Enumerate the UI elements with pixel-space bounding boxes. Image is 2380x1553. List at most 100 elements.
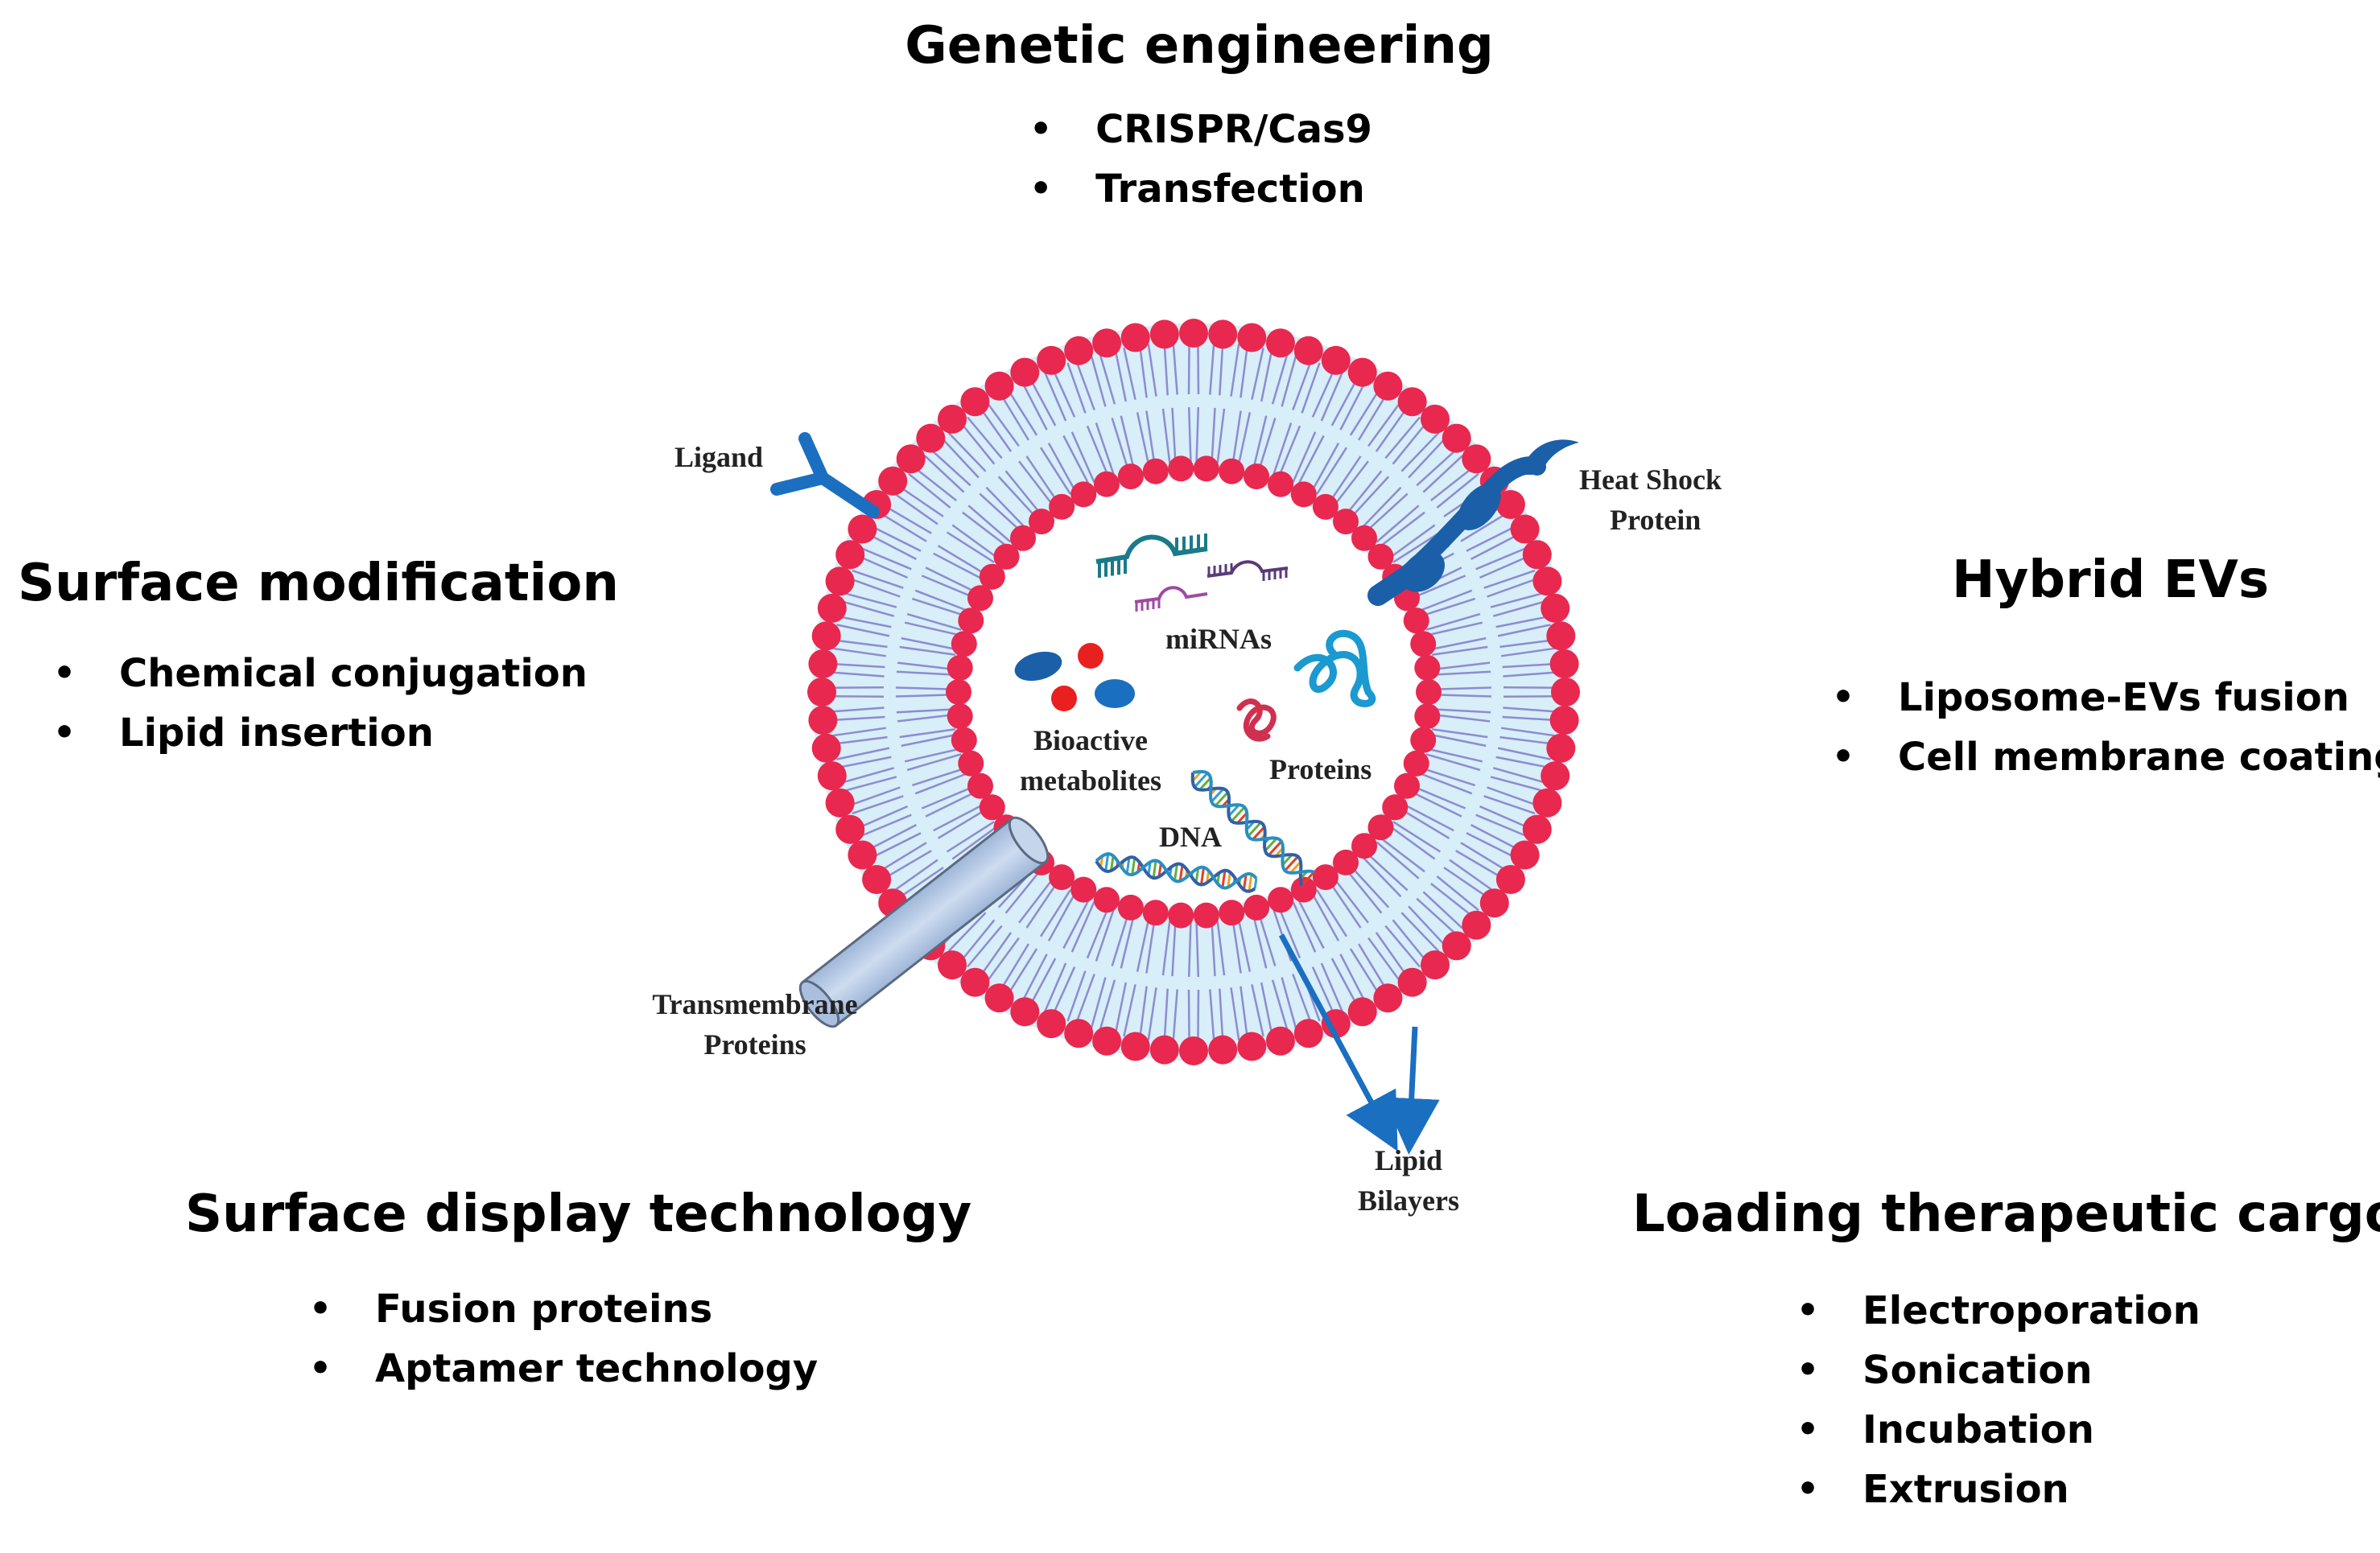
lipid-tail (962, 511, 1008, 547)
dna-base-pair (1247, 822, 1262, 838)
lipid-tail (924, 455, 965, 493)
dna-base-pair (1301, 871, 1315, 887)
lipid-tail (1007, 948, 1038, 995)
lipid-head (1532, 566, 1562, 596)
lipid-tail (985, 486, 1026, 529)
lipid-tail (979, 932, 1013, 977)
lipid-head (1290, 876, 1317, 903)
lipid-tail (836, 747, 890, 760)
lipid-tail (1025, 455, 1058, 503)
lipid-tail (1443, 867, 1489, 899)
lipid-tail (1455, 850, 1503, 879)
lipid-tail (1479, 554, 1530, 579)
lipid-head (1179, 319, 1208, 348)
lipid-tail (1292, 901, 1317, 953)
lipid-tail (1111, 418, 1130, 472)
lipid-head (1293, 336, 1323, 365)
lipid-tail (1145, 919, 1156, 974)
lipid-tail (914, 589, 968, 612)
lipid-tail (1281, 355, 1297, 407)
lipid-head (1142, 458, 1169, 484)
lipid-head (1394, 772, 1420, 799)
lipid-head (1293, 1019, 1323, 1048)
lipid-tail (1392, 531, 1442, 563)
hybrid-evs-list: •Liposome-EVs fusion •Cell membrane coat… (1829, 668, 2380, 787)
lipid-tail (906, 753, 962, 772)
metabolites-icon (1014, 643, 1135, 711)
lipid-tail (1257, 418, 1277, 472)
lipid-tail (1172, 989, 1178, 1043)
lipid-tail (904, 621, 960, 636)
lipid-head (1120, 323, 1150, 352)
lipid-head (825, 566, 855, 596)
lipid-tail (830, 706, 885, 713)
lipid-tail (1237, 412, 1252, 467)
lipid-tail (1503, 706, 1557, 713)
lipid-head (1522, 814, 1552, 844)
lipid-head (1179, 1036, 1208, 1065)
lipid-tail (899, 645, 956, 656)
lipid-head (1351, 833, 1377, 859)
lipid-tail (1216, 408, 1226, 463)
lipid-tail (1425, 753, 1481, 772)
lipid-tail (904, 748, 960, 763)
lipid-tail (895, 694, 953, 698)
lipid-tail (1051, 368, 1076, 418)
lipid-tail (1502, 662, 1557, 669)
lipid-tail (1350, 476, 1390, 518)
lipid-tail (1330, 958, 1359, 1007)
lipid-tail (1503, 694, 1558, 698)
dna-base-pair (1248, 874, 1253, 892)
lipid-tail (1460, 842, 1508, 872)
lipid-tail (1388, 825, 1436, 860)
lipid-tail (1195, 921, 1200, 978)
lipid-tail (1436, 875, 1479, 912)
lipid-tail (1004, 869, 1042, 914)
lipid-head (951, 631, 977, 657)
lipid-tail (1316, 447, 1348, 495)
lipid-head (1093, 471, 1120, 497)
lipid-head (808, 649, 838, 678)
lipid-head (1410, 631, 1437, 657)
lipid-tail (1367, 402, 1401, 447)
lipid-tail (914, 772, 968, 795)
surface-display-title: Surface display technology (185, 1184, 972, 1244)
lipid-tail (1376, 841, 1420, 879)
lipid-head (1442, 423, 1471, 453)
lipid-head (946, 679, 971, 705)
transmembrane-label-line1: Transmembrane (652, 988, 857, 1020)
lipid-tail (1231, 410, 1242, 465)
dna-base-pair (1200, 867, 1205, 885)
lipid-tail (1138, 986, 1148, 1040)
lipid-tail (831, 715, 885, 722)
lipid-tail (1171, 407, 1177, 463)
lipid-tail (1416, 448, 1458, 487)
lipid-head (1070, 876, 1097, 903)
lipid-tail (899, 728, 956, 739)
dna-base-pair (1268, 840, 1283, 856)
lipid-tail (1000, 393, 1029, 441)
loading-cargo-list: •Electroporation •Sonication •Incubation… (1793, 1281, 2380, 1519)
list-item: •CRISPR/Cas9 (1029, 107, 1372, 153)
lipid-head (1510, 840, 1540, 870)
lipid-tail (1195, 406, 1200, 463)
lipid-tail (959, 919, 996, 962)
genetic-engineering-title: Genetic engineering (905, 16, 1494, 76)
lipid-label-line1: Lipid (1375, 1144, 1442, 1176)
lipid-tail (1310, 892, 1340, 941)
lipid-tail (1490, 592, 1544, 608)
lipid-tail (1475, 547, 1526, 571)
lipid-tail (1349, 389, 1380, 436)
lipid-tail (921, 575, 975, 599)
lipid-head (1208, 319, 1238, 349)
lipid-tail (1136, 917, 1150, 972)
lipid-tail (1499, 639, 1554, 649)
lipid-tail (1388, 524, 1436, 559)
lipid-tail (831, 662, 885, 669)
lipid-head (1092, 1026, 1122, 1056)
lipid-tail (1021, 381, 1048, 430)
lipid-head (1093, 887, 1120, 913)
lipid-tail (1123, 984, 1136, 1037)
lipid-tail (1334, 878, 1369, 924)
lipid-tail (1419, 589, 1473, 612)
